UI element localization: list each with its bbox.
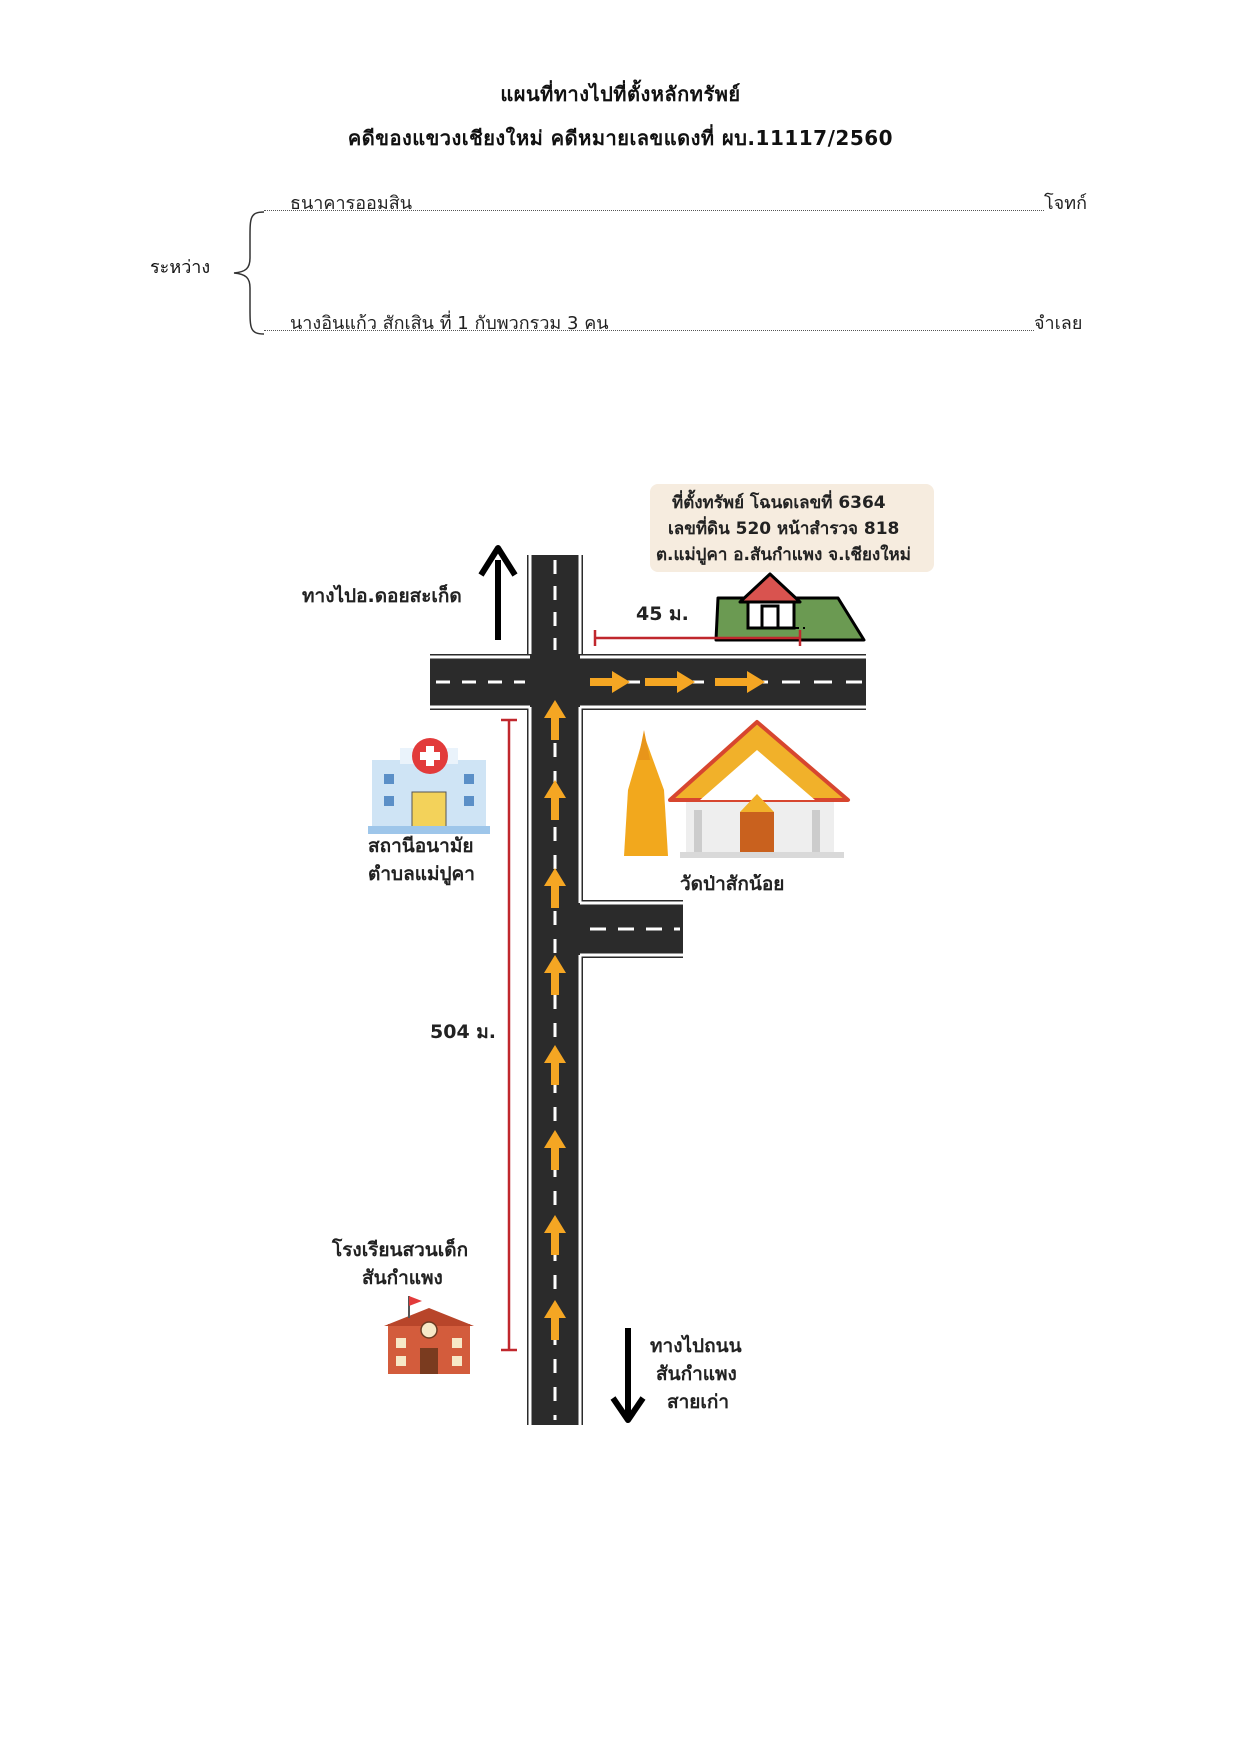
school-label-1: โรงเรียนสวนเด็ก (331, 1237, 468, 1261)
curly-brace-icon (233, 211, 265, 335)
school-icon (384, 1296, 474, 1374)
right-arrow-icon (645, 671, 695, 693)
case-number-subtitle: คดีของแขวงเชียงใหม่ คดีหมายเลขแดงที่ ผบ.… (347, 126, 894, 150)
page-title: แผนที่ทางไปที่ตั้งหลักทรัพย์ (500, 82, 741, 106)
plaintiff-name: ธนาคารออมสิน (290, 193, 412, 214)
route-arrows (544, 671, 765, 1340)
property-info-box: ที่ตั้งทรัพย์ โฉนดเลขที่ 6364 เลขที่ดิน … (650, 484, 934, 572)
south-direction-label-2: สันกำแพง (656, 1363, 737, 1385)
health-station-label-1: สถานีอนามัย (368, 835, 473, 857)
distance-marker-504 (501, 718, 517, 1352)
south-direction-label-3: สายเก่า (667, 1391, 729, 1413)
up-arrow-icon (544, 780, 566, 820)
south-arrow-icon (610, 1328, 646, 1423)
property-line-1: ที่ตั้งทรัพย์ โฉนดเลขที่ 6364 (672, 489, 886, 513)
defendant-name: นางอินแก้ว สักเสิน ที่ 1 กับพวกรวม 3 คน (290, 313, 609, 334)
up-arrow-icon (544, 1215, 566, 1255)
right-arrow-icon (590, 671, 630, 693)
defendant-dotted-line (264, 330, 1034, 331)
plaintiff-dotted-line (264, 210, 1044, 211)
up-arrow-icon (544, 1300, 566, 1340)
school-label-2: สันกำแพง (362, 1267, 443, 1289)
north-direction-label: ทางไปอ.ดอยสะเก็ด (302, 583, 462, 607)
between-label: ระหว่าง (150, 257, 211, 278)
north-arrow-icon (478, 545, 518, 640)
health-station-icon (368, 738, 490, 834)
plaintiff-role: โจทก์ (1044, 193, 1087, 214)
up-arrow-icon (544, 1130, 566, 1170)
temple-label: วัดป่าสักน้อย (680, 873, 784, 895)
south-direction-label-1: ทางไปถนน (650, 1334, 742, 1357)
up-arrow-icon (544, 700, 566, 740)
up-arrow-icon (544, 1045, 566, 1085)
health-station-label-2: ตำบลแม่ปูคา (368, 863, 475, 886)
up-arrow-icon (544, 868, 566, 908)
right-arrow-icon (715, 671, 765, 693)
land-plot-house-icon (714, 572, 866, 642)
up-arrow-icon (544, 955, 566, 995)
property-line-2: เลขที่ดิน 520 หน้าสำรวจ 818 (668, 516, 899, 539)
distance-label-504: 504 ม. (430, 1021, 496, 1043)
distance-marker-45 (593, 630, 802, 646)
property-line-3: ต.แม่ปูคา อ.สันกำแพง จ.เชียงใหม่ (656, 544, 911, 566)
distance-label-45: 45 ม. (636, 603, 689, 625)
temple-icon (624, 720, 850, 858)
defendant-role: จำเลย (1034, 313, 1083, 334)
